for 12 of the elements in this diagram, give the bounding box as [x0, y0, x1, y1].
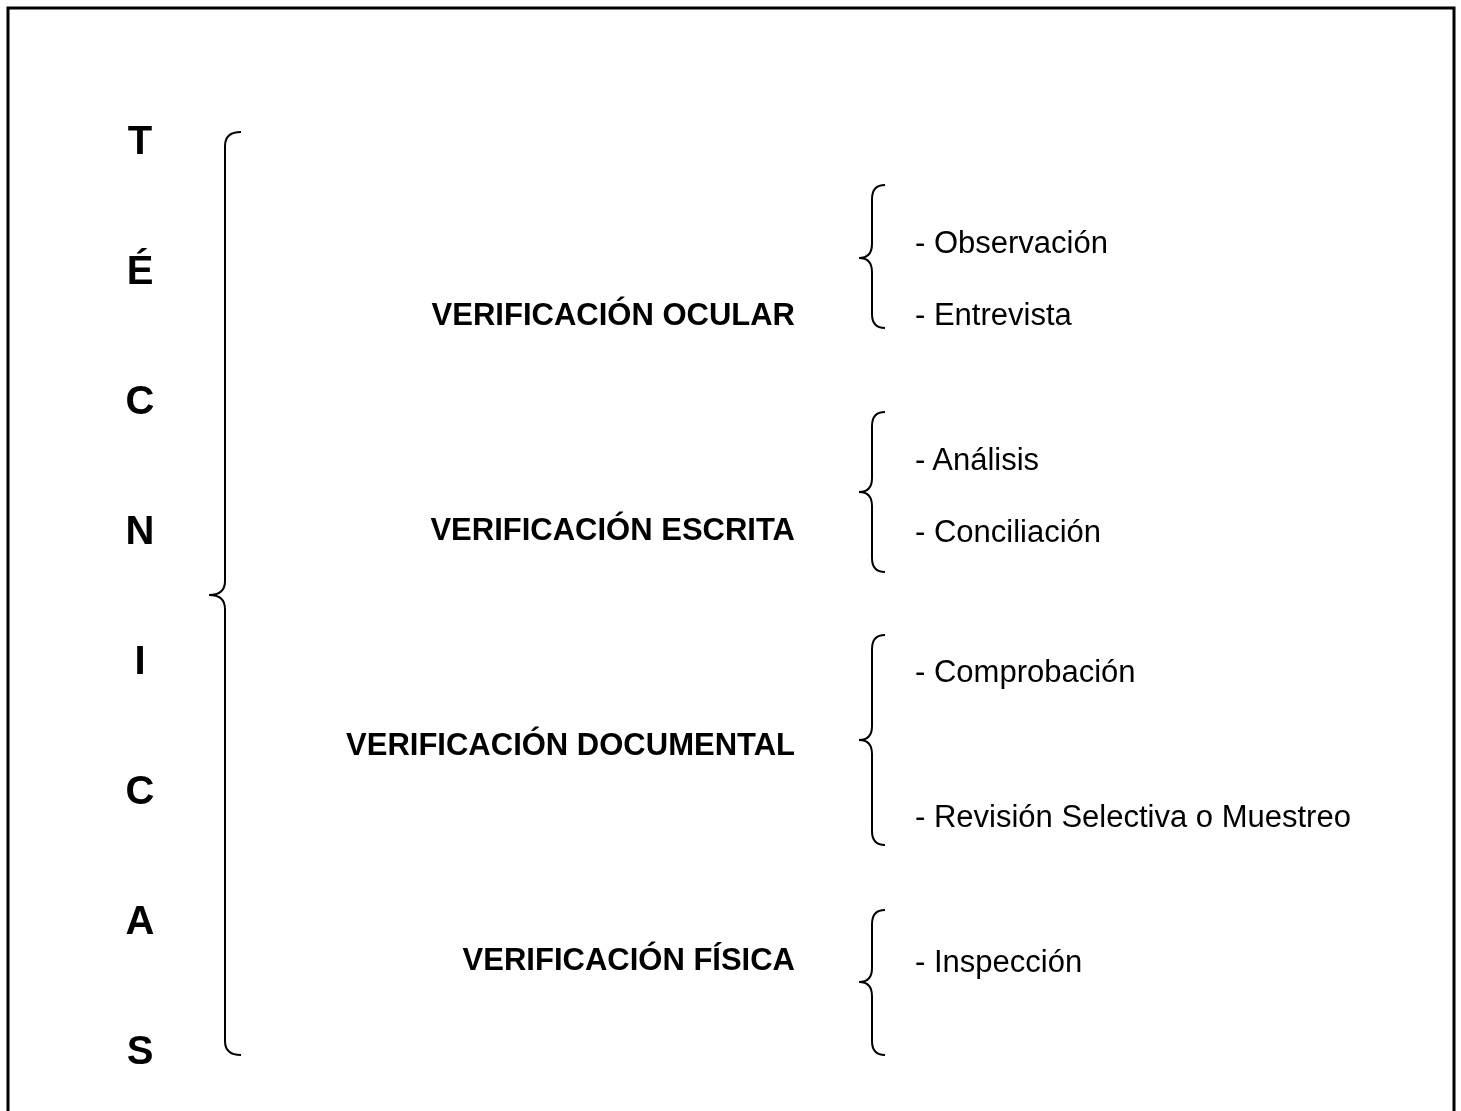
list-item: - Revisión Selectiva o Muestreo: [915, 798, 1351, 836]
list-item: - Análisis: [915, 441, 1040, 479]
list-item: - Comprobación: [915, 653, 1136, 691]
category-heading: VERIFICACIÓN DOCUMENTAL: [346, 726, 795, 764]
list-item: - Observación: [915, 224, 1108, 262]
list-item: - Inspección: [915, 943, 1083, 981]
list-item: - Entrevista: [915, 296, 1072, 334]
vertical-title: TÉCNICAS: [124, 117, 156, 1074]
list-item: - Conciliación: [915, 513, 1102, 551]
category-heading: VERIFICACIÓN OCULAR: [431, 296, 795, 334]
category-heading: VERIFICACIÓN FÍSICA: [462, 941, 795, 979]
category-heading: VERIFICACIÓN ESCRITA: [430, 511, 795, 549]
